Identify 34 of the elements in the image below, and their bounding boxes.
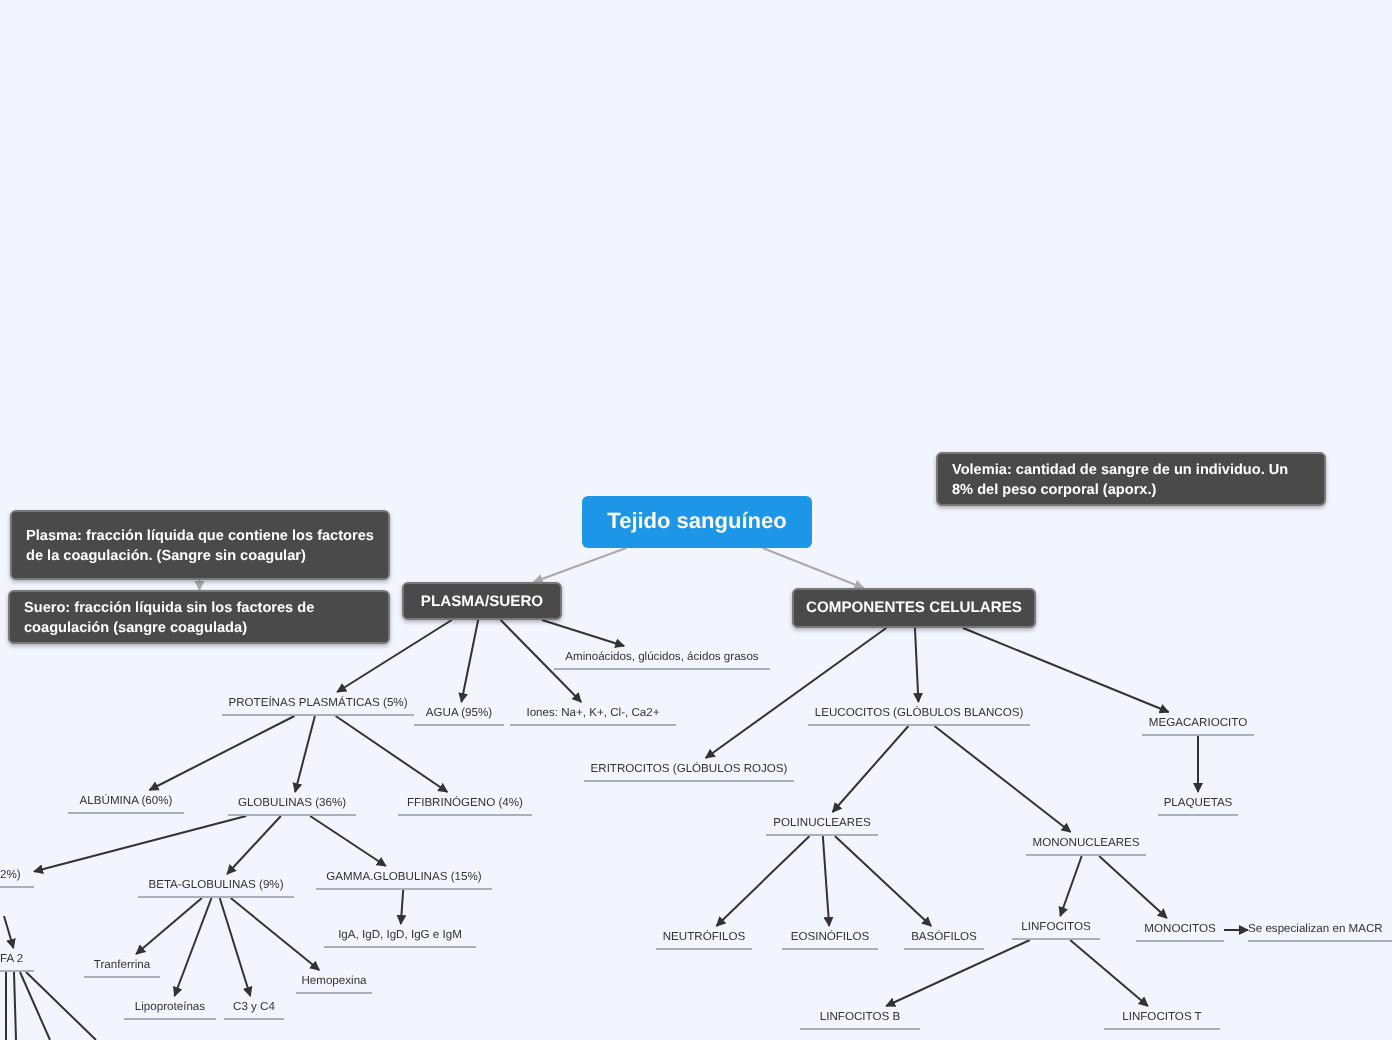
arrow [961, 627, 1170, 714]
arrow [336, 619, 453, 693]
arrow [532, 547, 628, 584]
arrow [715, 835, 811, 927]
arrow [292, 715, 316, 793]
arrow [334, 715, 449, 793]
arrow [226, 815, 282, 875]
arrow [229, 897, 321, 971]
arrow [933, 725, 1072, 833]
arrow [458, 619, 480, 703]
arrow [831, 725, 910, 813]
arrow [913, 627, 923, 703]
arrow [148, 715, 296, 791]
arrow [1069, 939, 1149, 1007]
arrow [704, 627, 888, 759]
arrow [3, 915, 16, 949]
arrow [1193, 735, 1203, 793]
arrow [499, 619, 583, 703]
arrow [541, 619, 626, 649]
arrow [885, 939, 1031, 1007]
arrow [821, 835, 834, 927]
arrow [833, 835, 933, 927]
arrow [33, 815, 248, 875]
arrow [309, 815, 387, 867]
arrow [173, 897, 213, 997]
arrow [218, 897, 253, 997]
arrow [1223, 925, 1249, 935]
arrow [761, 547, 865, 590]
arrow [1098, 855, 1168, 919]
central-topic: Tejido sanguíneo [582, 496, 812, 548]
arrow [396, 889, 407, 925]
arrow [194, 579, 205, 591]
arrow [135, 897, 203, 955]
arrow [1058, 855, 1083, 917]
